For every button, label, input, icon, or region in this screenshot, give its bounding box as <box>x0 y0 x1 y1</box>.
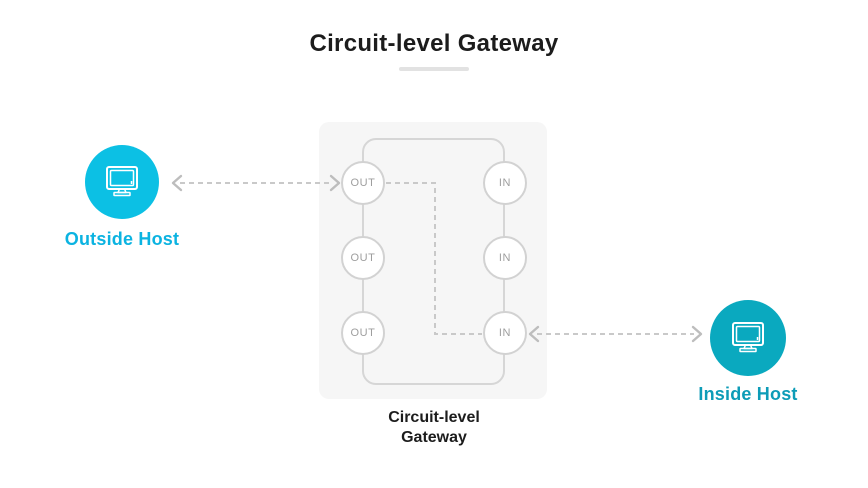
out-port-1-label: OUT <box>350 177 376 189</box>
inside-host-label: Inside Host <box>698 384 798 404</box>
outside-host-label: Outside Host <box>64 229 180 249</box>
title-underline <box>399 67 469 71</box>
page-title: Circuit-level Gateway <box>309 30 559 57</box>
outside-arrowhead-left <box>171 174 183 192</box>
out-port-1: OUT <box>341 161 385 205</box>
in-port-1: IN <box>483 161 527 205</box>
monitor-icon <box>732 322 764 353</box>
outside-host-node <box>85 145 159 219</box>
inside-arrowhead-right <box>691 325 703 343</box>
in-port-3: IN <box>483 311 527 355</box>
in-port-3-label: IN <box>498 327 512 339</box>
inside-host-node <box>710 300 786 376</box>
monitor-icon <box>106 166 138 197</box>
out-port-3: OUT <box>341 311 385 355</box>
out-port-2-label: OUT <box>350 252 376 264</box>
gateway-caption: Circuit-level Gateway <box>334 408 534 448</box>
out-port-2: OUT <box>341 236 385 280</box>
gateway-caption-line2: Gateway <box>401 429 467 446</box>
out-port-3-label: OUT <box>350 327 376 339</box>
in-port-2: IN <box>483 236 527 280</box>
in-port-1-label: IN <box>498 177 512 189</box>
in-port-2-label: IN <box>498 252 512 264</box>
gateway-caption-line1: Circuit-level <box>388 409 480 426</box>
